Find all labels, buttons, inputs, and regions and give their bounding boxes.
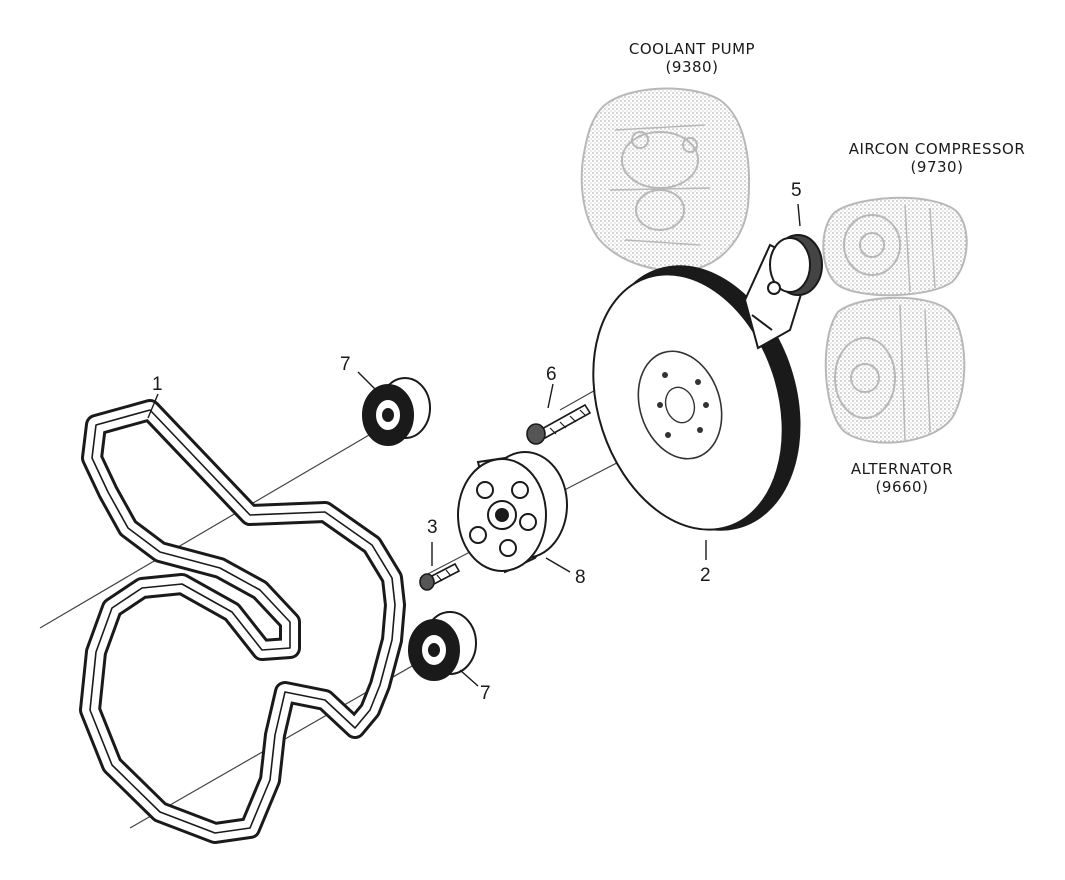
- callout-3: 3: [427, 517, 438, 538]
- long-bolt: [526, 403, 592, 445]
- callout-8: 8: [575, 567, 586, 588]
- upper-idler-pulley: [362, 377, 431, 446]
- coolant-pump-code: (9380): [665, 58, 719, 76]
- callout-7-upper: 7: [340, 354, 351, 375]
- lower-idler-pulley: [408, 611, 477, 681]
- coolant-pump-ghost: [580, 87, 751, 272]
- callout-5: 5: [791, 180, 802, 201]
- callout-6: 6: [546, 364, 557, 385]
- serpentine-belt: [79, 399, 406, 844]
- aircon-compressor-code: (9730): [910, 158, 964, 176]
- alternator-label: ALTERNATOR (9660): [851, 460, 953, 496]
- alternator-name: ALTERNATOR: [850, 460, 954, 478]
- aircon-compressor-name: AIRCON COMPRESSOR: [848, 140, 1026, 158]
- callout-leaders: [147, 203, 801, 687]
- callout-2: 2: [700, 565, 711, 586]
- alternator-ghost: [824, 296, 966, 444]
- center-idler-pulley: [457, 451, 568, 574]
- short-bolt: [419, 562, 461, 591]
- alternator-code: (9660): [875, 478, 929, 496]
- coolant-pump-name: COOLANT PUMP: [628, 40, 756, 58]
- coolant-pump-label: COOLANT PUMP (9380): [629, 40, 755, 76]
- callout-1: 1: [152, 374, 163, 395]
- crankshaft-pulley: [592, 265, 801, 531]
- belt-tensioner: [743, 234, 823, 350]
- callout-7-lower: 7: [480, 683, 491, 704]
- aircon-compressor-label: AIRCON COMPRESSOR (9730): [849, 140, 1026, 176]
- aircon-compressor-ghost: [822, 196, 968, 297]
